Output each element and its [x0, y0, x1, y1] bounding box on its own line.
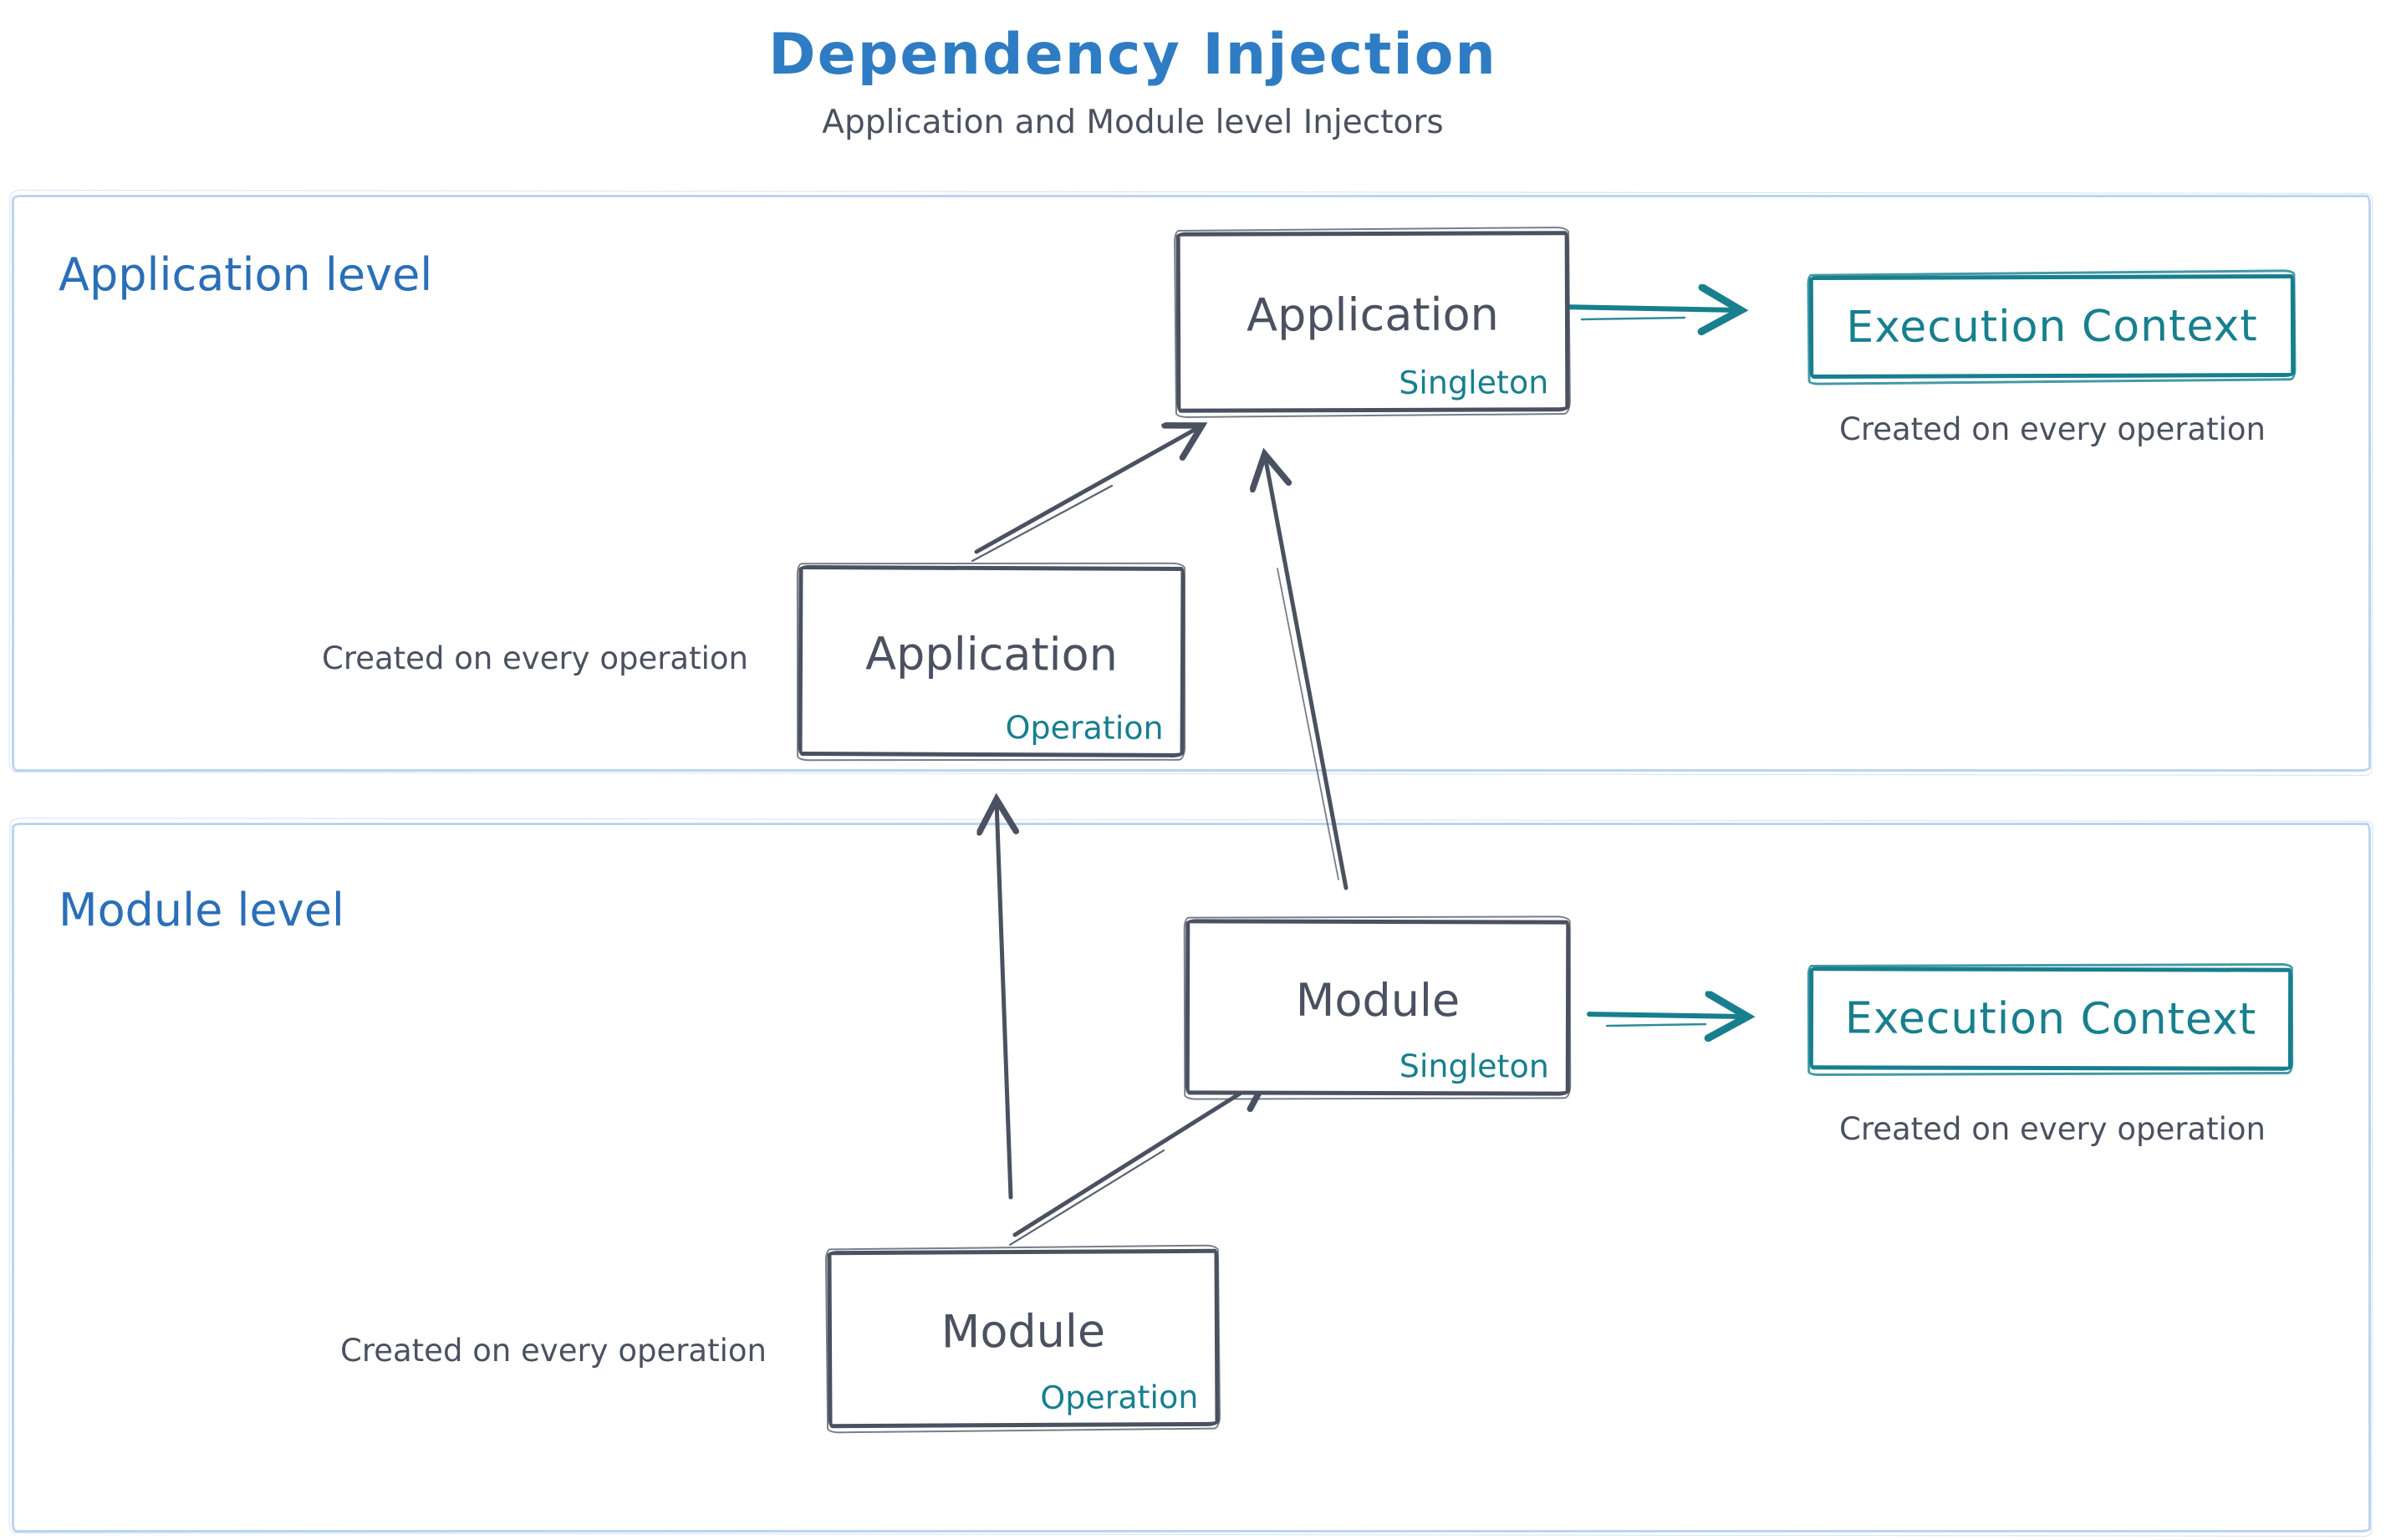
execution-context-application: Execution Context — [1808, 273, 2296, 380]
node-application-singleton-title: Application — [1246, 287, 1499, 342]
module-level-label: Module level — [59, 884, 344, 936]
node-module-operation-scope: Operation — [1040, 1378, 1199, 1416]
execution-context-module: Execution Context — [1808, 966, 2293, 1071]
diagram-title: Dependency Injection — [768, 22, 1497, 88]
node-application-operation-title: Application — [865, 626, 1119, 681]
node-application-singleton-scope: Singleton — [1399, 364, 1549, 401]
execution-context-module-label: Execution Context — [1844, 992, 2257, 1045]
node-module-operation-title: Module — [941, 1303, 1106, 1359]
node-module-singleton-title: Module — [1295, 973, 1461, 1027]
node-module-singleton: Module Singleton — [1185, 919, 1571, 1096]
node-module-operation: Module Operation — [827, 1248, 1220, 1429]
node-module-singleton-scope: Singleton — [1399, 1048, 1549, 1085]
application-operation-caption: Created on every operation — [322, 640, 748, 676]
execution-context-application-label: Execution Context — [1846, 300, 2258, 353]
module-operation-caption: Created on every operation — [340, 1333, 767, 1369]
application-level-label: Application level — [59, 248, 433, 301]
node-application-singleton: Application Singleton — [1175, 231, 1570, 413]
node-application-operation-scope: Operation — [1005, 709, 1164, 747]
execution-context-module-caption: Created on every operation — [1839, 1111, 2266, 1147]
node-application-operation: Application Operation — [798, 564, 1185, 758]
execution-context-application-caption: Created on every operation — [1839, 411, 2266, 447]
module-level-container — [12, 823, 2371, 1532]
application-level-container — [12, 195, 2371, 772]
diagram-subtitle: Application and Module level Injectors — [822, 104, 1444, 141]
